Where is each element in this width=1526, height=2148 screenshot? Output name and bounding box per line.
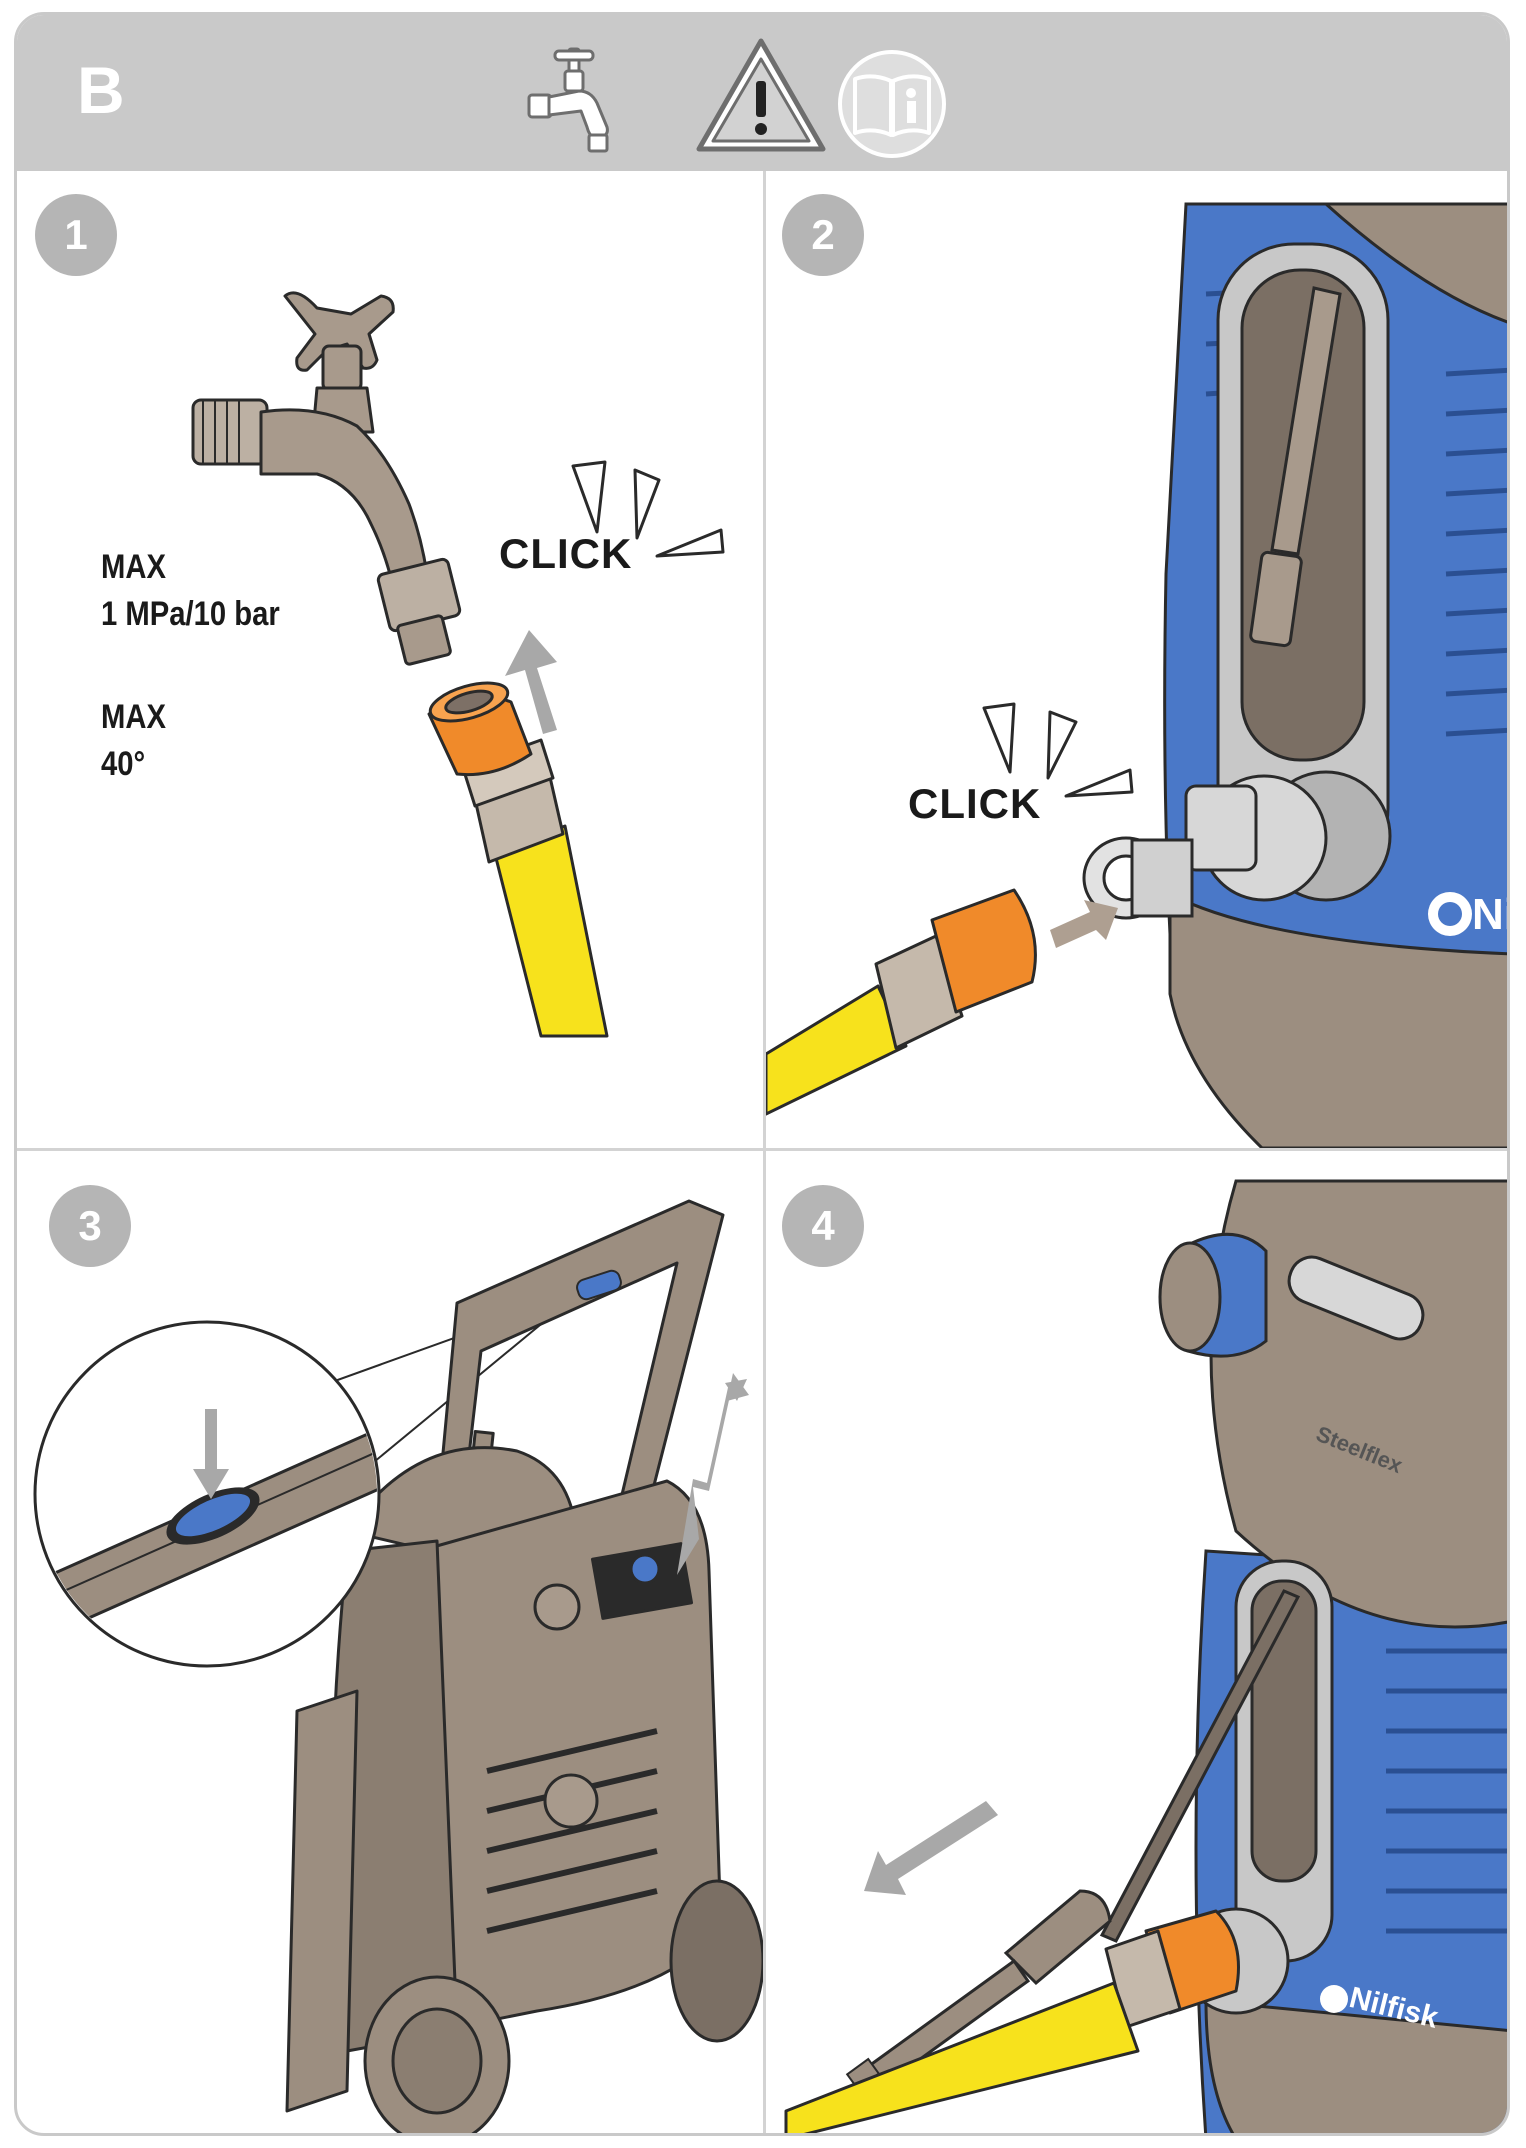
step-number-badge: 1 [35, 194, 117, 276]
step-4-panel: 4 [766, 1151, 1507, 2133]
step-number-badge: 2 [782, 194, 864, 276]
warning-icon [696, 38, 826, 152]
section-letter: B [77, 53, 125, 127]
brand-logo-text: Ni [1472, 890, 1507, 939]
click-label: CLICK [499, 530, 633, 577]
max-temperature-spec: 2 MAX 40° [101, 694, 166, 788]
spec-label: MAX [101, 548, 166, 586]
machine-inlet-illustration [766, 202, 1507, 1148]
step-3-panel: 3 [17, 1151, 763, 2133]
tap-connection-illustration [191, 291, 725, 1038]
step-number-badge: 3 [49, 1185, 131, 1267]
handle-adjust-illustration [33, 1199, 763, 2133]
tap-icon [527, 47, 609, 153]
instruction-sheet: B [14, 12, 1510, 2136]
grid-divider-horizontal [17, 1148, 1507, 1151]
click-label: CLICK [908, 780, 1042, 827]
step-1-panel: 1 MAX 1 MPa/10 bar 2 MAX 40° [17, 174, 763, 1148]
grid-divider-vertical [763, 171, 766, 2133]
manual-info-icon [838, 50, 946, 158]
max-pressure-spec: MAX 1 MPa/10 bar [101, 544, 280, 638]
lance-removal-illustration [784, 1179, 1507, 2133]
step-2-panel: 2 [766, 174, 1507, 1148]
spec-label: MAX [101, 698, 166, 736]
header-bar: B [17, 15, 1507, 171]
spec-value: 1 MPa/10 bar [101, 595, 280, 633]
step-number-badge: 4 [782, 1185, 864, 1267]
spec-value: 40° [101, 745, 146, 783]
